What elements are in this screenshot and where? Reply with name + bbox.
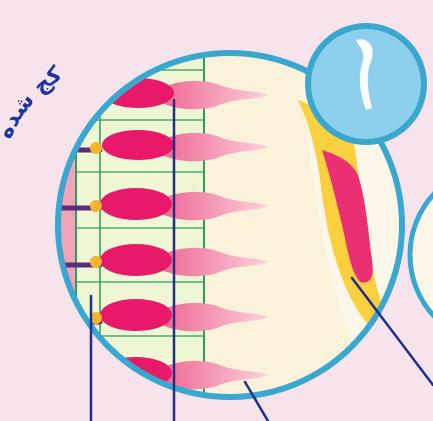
basilar-stripe — [50, 40, 76, 420]
neighbour-circle — [410, 165, 433, 345]
hair-bundle-bubble — [308, 26, 424, 142]
